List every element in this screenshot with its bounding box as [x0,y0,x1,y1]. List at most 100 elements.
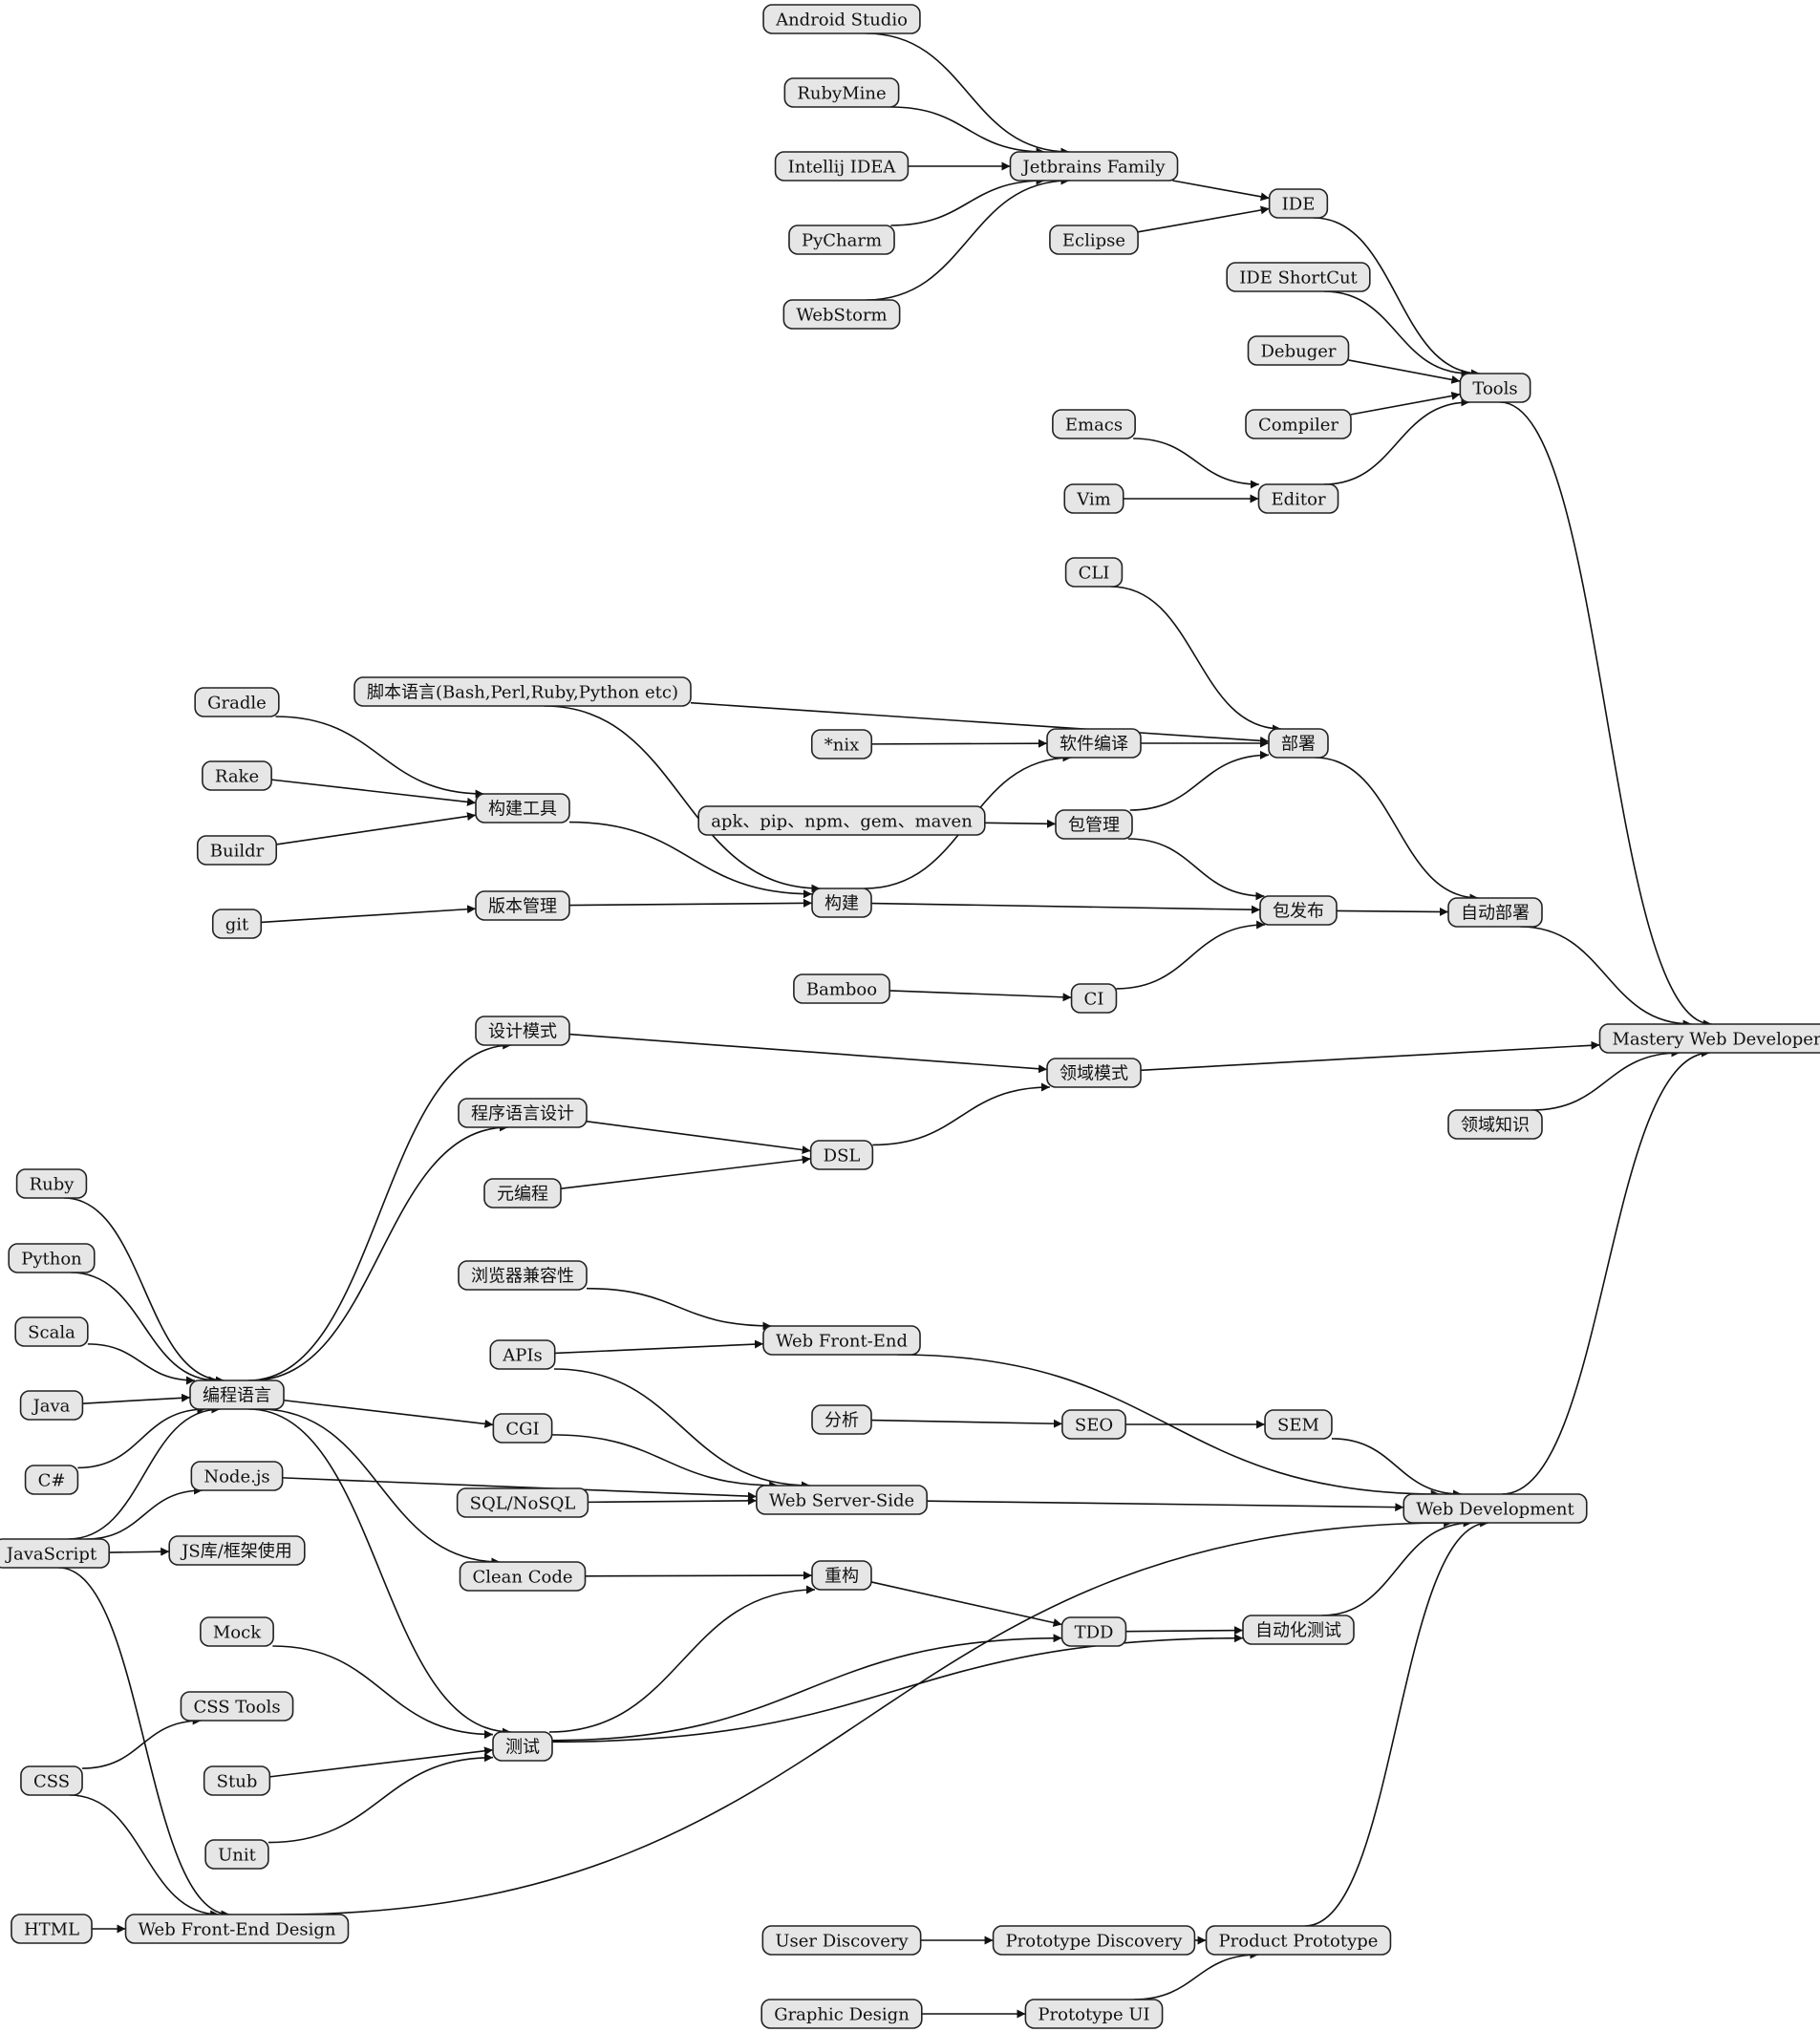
node-box [992,1925,1196,1956]
node-android-studio: Android Studio [762,4,921,34]
node-ide: IDE [1268,188,1329,219]
node-label: Tools [1472,379,1517,399]
node-label: Product Prototype [1219,1932,1379,1952]
edge-sql-to-web-server [588,1496,757,1506]
node-label: Rake [215,767,259,787]
edge-web-dev-to-mastery [1502,1048,1710,1495]
node-compiler: Compiler [1245,409,1352,439]
node-html: HTML [11,1914,93,1944]
node-analysis: 分析 [811,1404,872,1435]
node-label: 软件编译 [1060,735,1128,755]
node-box [1447,1109,1543,1140]
edge-cgi-to-web-server [551,1434,779,1490]
node-box [1259,895,1338,926]
node-label: JavaScript [5,1545,97,1565]
edge-line [870,902,1261,914]
edge-ide-shortcut-to-tools [1323,290,1470,378]
node-label: Bamboo [806,980,877,1000]
edge-line [1133,1950,1259,2000]
node-box [1064,557,1124,588]
node-graphic-design: Graphic Design [760,1999,923,2029]
edge-auto-test-to-web-dev [1321,1518,1472,1616]
node-label: 元编程 [497,1185,548,1205]
node-metaprog: 元编程 [483,1178,562,1209]
edge-gradle-to-build-tools [275,716,484,799]
edge-cli-to-deploy [1110,586,1282,734]
node-label: 自动部署 [1461,904,1530,924]
edge-line [1304,1518,1489,1927]
node-design-patterns: 设计模式 [475,1016,570,1046]
node-box [483,1178,562,1209]
node-label: 脚本语言(Bash,Perl,Ruby,Python etc) [367,683,678,703]
node-box [1447,897,1543,928]
edge-line [71,1272,218,1385]
node-box [353,676,692,707]
node-label: 部署 [1281,735,1316,755]
node-box [200,1616,274,1647]
node-label: 重构 [824,1567,859,1587]
edge-compiler-to-tools [1350,391,1461,416]
edge-domain-knowledge-to-mastery [1531,1048,1681,1111]
node-tools: Tools [1459,373,1531,403]
edge-line [588,1496,757,1506]
edge-line [586,1287,772,1331]
edges-layer [58,32,1712,2019]
edge-line [272,1645,494,1740]
edge-line [109,1547,170,1556]
edge-stub-to-testing [269,1746,494,1778]
edge-line [1116,920,1266,990]
node-label: Unit [218,1846,257,1866]
edge-line [69,1794,220,1919]
node-rubymine: RubyMine [783,77,900,108]
node-box [788,225,895,255]
edge-ruby-to-prog-lang [64,1197,225,1385]
node-box [189,1380,285,1410]
node-box [760,1999,923,2029]
node-box [811,888,872,918]
edge-line [251,1123,508,1381]
node-buildr: Buildr [196,835,278,866]
node-cgi: CGI [492,1413,553,1444]
edge-line [68,1404,221,1540]
edge-line [560,1155,811,1190]
node-box [793,973,890,1004]
edge-apis-to-web-frontend [554,1339,764,1355]
node-label: IDE [1282,195,1316,215]
edge-line [268,1753,494,1844]
edge-line [247,1040,512,1381]
edge-webstorm-to-jetbrains [866,176,1070,301]
node-label: PyCharm [802,231,882,251]
node-label: C# [38,1471,66,1491]
node-label: Mock [213,1623,262,1643]
edge-mock-to-testing [272,1645,494,1740]
edge-line [551,1434,779,1490]
edge-nix-to-sw-compile [871,738,1048,748]
edge-line [890,106,1045,157]
edge-editor-to-tools [1323,397,1470,485]
edge-dsl-to-domain-patterns [872,1082,1050,1146]
node-box [489,1339,556,1370]
edge-line [889,990,1072,1002]
node-label: Gradle [207,694,267,714]
edge-scala-to-prog-lang [87,1343,195,1385]
edge-line [275,716,484,799]
node-sql: SQL/NoSQL [456,1487,589,1518]
node-unit: Unit [204,1839,269,1870]
edge-line [568,821,813,899]
node-java: Java [19,1390,84,1421]
node-eclipse: Eclipse [1049,225,1139,255]
edge-line [548,1585,816,1733]
edge-line [544,705,821,893]
node-label: Java [32,1397,71,1417]
edge-script-lang-to-deploy [690,701,1270,745]
node-mock: Mock [200,1616,274,1647]
node-box [809,1140,874,1170]
node-box [456,1487,589,1518]
node-box [1257,483,1339,514]
edge-ci-to-pkg-release [1116,920,1266,990]
node-box [1052,409,1136,439]
node-label: Mastery Web Developer [1613,1030,1820,1050]
node-dsl: DSL [809,1140,874,1170]
edge-prog-lang-to-cgi [283,1399,494,1428]
